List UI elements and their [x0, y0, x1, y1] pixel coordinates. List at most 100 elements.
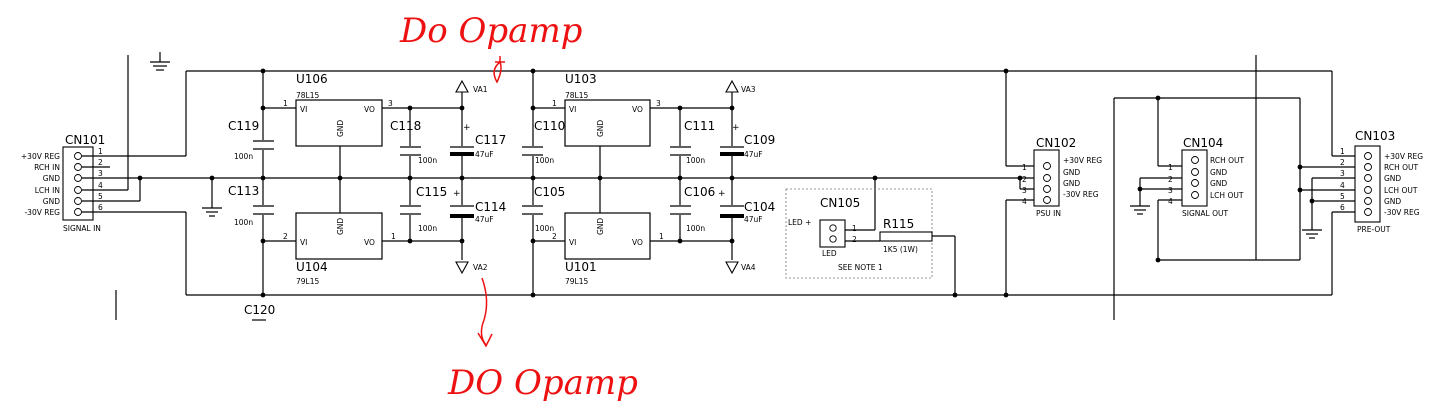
u104-type: 79L15 [296, 277, 319, 286]
capacitor-c120: C120 [244, 303, 275, 321]
svg-text:SIGNAL IN: SIGNAL IN [63, 224, 101, 233]
u103-vi: VI [569, 105, 576, 114]
svg-text:C109: C109 [744, 133, 775, 147]
capacitor-c109: + C109 47uF [720, 123, 775, 159]
resistor-r115: R115 1K5 (1W) [879, 217, 933, 254]
svg-text:4: 4 [1022, 197, 1027, 206]
u106-vo: VO [364, 105, 375, 114]
capacitor-c110: C110 100n [522, 119, 565, 165]
svg-text:4: 4 [1340, 181, 1345, 190]
u103-vo: VO [632, 105, 643, 114]
ground-icon [1302, 229, 1322, 239]
svg-text:4: 4 [98, 181, 103, 190]
svg-text:1: 1 [98, 147, 103, 156]
svg-text:+: + [463, 123, 471, 133]
rail-va1: VA1 [455, 79, 488, 94]
capacitors: C119 100n C113 100n C118 100n C115 100n [228, 119, 775, 321]
svg-text:2: 2 [1022, 175, 1027, 184]
svg-text:C105: C105 [534, 185, 565, 199]
u101-ref: U101 [565, 260, 597, 274]
svg-text:C118: C118 [390, 119, 421, 133]
u103-type: 78L15 [565, 91, 588, 100]
capacitor-c106: C106 100n [670, 185, 715, 233]
svg-text:C111: C111 [684, 119, 715, 133]
svg-text:1: 1 [1168, 163, 1173, 172]
regulator-u101: U101 79L15 VI VO 2 1 GND [552, 212, 664, 286]
connector-cn104: CN104 SIGNAL OUT 1 2 3 4 RCH OUT GND GND… [1168, 136, 1244, 218]
u106-pin3: 3 [388, 99, 393, 108]
led-block: CN105 LED + LED 1 2 SEE NOTE 1 R115 1K5 … [785, 188, 933, 279]
svg-text:100n: 100n [686, 224, 705, 233]
capacitor-c113: C113 100n [228, 184, 274, 227]
u104-ref: U104 [296, 260, 328, 274]
ground-symbols [150, 52, 1322, 239]
svg-text:47uF: 47uF [475, 150, 494, 159]
ground-icon [150, 52, 170, 71]
svg-text:6: 6 [98, 203, 103, 212]
svg-text:4: 4 [1168, 197, 1173, 206]
connector-cn103: CN103 PRE-OUT 1 2 3 4 5 6 +30V REG RCH O… [1340, 129, 1423, 234]
u104-vi: VI [300, 238, 307, 247]
svg-text:SIGNAL OUT: SIGNAL OUT [1182, 209, 1228, 218]
u103-pin3: 3 [656, 99, 661, 108]
svg-text:2: 2 [852, 235, 857, 244]
svg-text:1: 1 [1022, 163, 1027, 172]
u101-pin1: 1 [659, 232, 664, 241]
svg-text:+: + [732, 123, 740, 133]
capacitor-c119: C119 100n [228, 119, 274, 161]
svg-text:PRE-OUT: PRE-OUT [1357, 225, 1391, 234]
svg-text:RCH OUT: RCH OUT [1210, 156, 1244, 165]
svg-text:C113: C113 [228, 184, 259, 198]
connector-cn101: CN101 SIGNAL IN 1 2 3 4 5 6 +30V REG RCH… [21, 133, 110, 233]
u106-type: 78L15 [296, 91, 319, 100]
svg-text:C120: C120 [244, 303, 275, 317]
u101-pin2: 2 [552, 232, 557, 241]
arrow-icon [480, 277, 488, 346]
svg-text:47uF: 47uF [744, 215, 763, 224]
capacitor-c111: C111 100n [670, 119, 715, 165]
svg-text:5: 5 [1340, 192, 1345, 201]
svg-text:100n: 100n [234, 218, 253, 227]
svg-text:C119: C119 [228, 119, 259, 133]
svg-text:VA1: VA1 [473, 85, 488, 94]
svg-text:LED: LED [822, 249, 837, 258]
svg-text:-30V REG: -30V REG [24, 208, 60, 217]
svg-text:GND: GND [1384, 197, 1401, 206]
svg-text:5: 5 [98, 192, 103, 201]
svg-text:C117: C117 [475, 133, 506, 147]
u104-pin1: 1 [391, 232, 396, 241]
capacitor-c115: C115 100n [400, 185, 447, 233]
svg-text:SEE NOTE 1: SEE NOTE 1 [838, 263, 883, 272]
svg-text:CN102: CN102 [1036, 136, 1076, 150]
svg-text:3: 3 [1022, 186, 1027, 195]
svg-text:R115: R115 [883, 217, 914, 231]
svg-text:GND: GND [1384, 174, 1401, 183]
svg-text:CN105: CN105 [820, 196, 860, 210]
svg-text:+: + [453, 189, 461, 199]
svg-text:-30V REG: -30V REG [1063, 190, 1099, 199]
handwritten-top-note: Do Opamp [399, 11, 582, 51]
svg-text:GND: GND [43, 197, 60, 206]
u104-pin2: 2 [283, 232, 288, 241]
capacitor-c105: C105 100n [522, 185, 565, 233]
regulator-u104: U104 79L15 VI VO 2 1 GND [283, 212, 396, 286]
u103-pin1: 1 [552, 99, 557, 108]
svg-text:2: 2 [1168, 175, 1173, 184]
capacitor-c104: + C104 47uF [718, 189, 775, 224]
rail-va4: VA4 [725, 261, 756, 275]
svg-text:2: 2 [1340, 158, 1345, 167]
svg-text:1: 1 [1340, 147, 1345, 156]
rail-va3: VA3 [725, 79, 756, 94]
u101-vo: VO [632, 238, 643, 247]
connector-cn102: CN102 PSU IN 1 2 3 4 +30V REG GND GND -3… [1022, 136, 1102, 218]
svg-text:47uF: 47uF [475, 215, 494, 224]
u104-gnd: GND [336, 218, 345, 235]
handwritten-bottom-note: DO Opamp [447, 363, 638, 403]
rail-va2: VA2 [455, 261, 488, 275]
svg-text:+30V REG: +30V REG [21, 152, 60, 161]
u106-pin1: 1 [283, 99, 288, 108]
svg-text:CN101: CN101 [65, 133, 105, 147]
ground-icon [1130, 205, 1150, 215]
svg-text:LCH OUT: LCH OUT [1384, 186, 1418, 195]
supply-rails: VA1 VA3 VA2 VA4 [455, 79, 756, 275]
